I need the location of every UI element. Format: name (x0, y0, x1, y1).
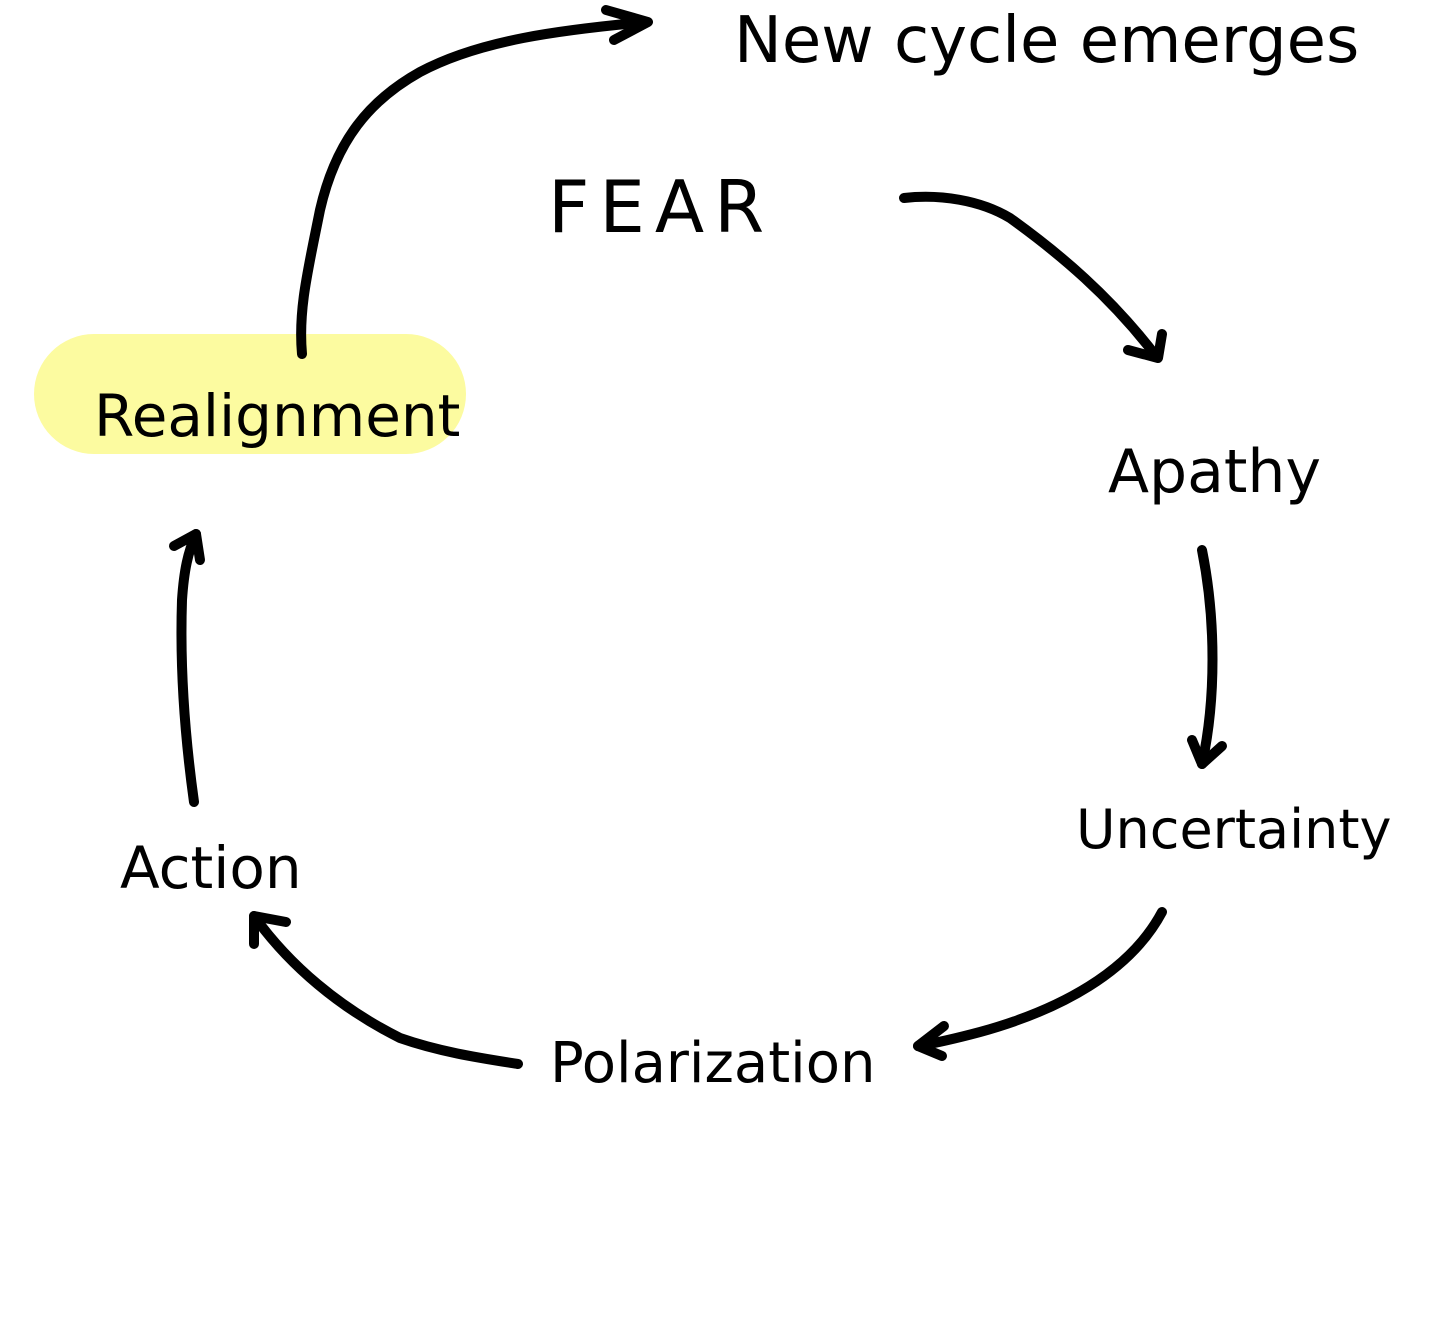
realignment-highlight (34, 334, 466, 454)
arrow-action-to-realignment (169, 529, 205, 807)
arrow-polarization-to-action (249, 911, 523, 1069)
stage-action: Action (120, 834, 302, 902)
arrow-apathy-to-uncertainty (1187, 545, 1227, 769)
arrow-uncertainty-to-polarization (913, 907, 1167, 1061)
stage-fear: FEAR (548, 165, 774, 249)
stage-apathy: Apathy (1108, 437, 1321, 507)
arrow-realignment-to-new-cycle (296, 5, 653, 359)
stage-realignment: Realignment (94, 382, 460, 450)
stage-uncertainty: Uncertainty (1076, 798, 1391, 861)
new-cycle-label: New cycle emerges (734, 4, 1359, 78)
arrow-fear-to-apathy (899, 191, 1167, 363)
stage-polarization: Polarization (550, 1031, 875, 1096)
